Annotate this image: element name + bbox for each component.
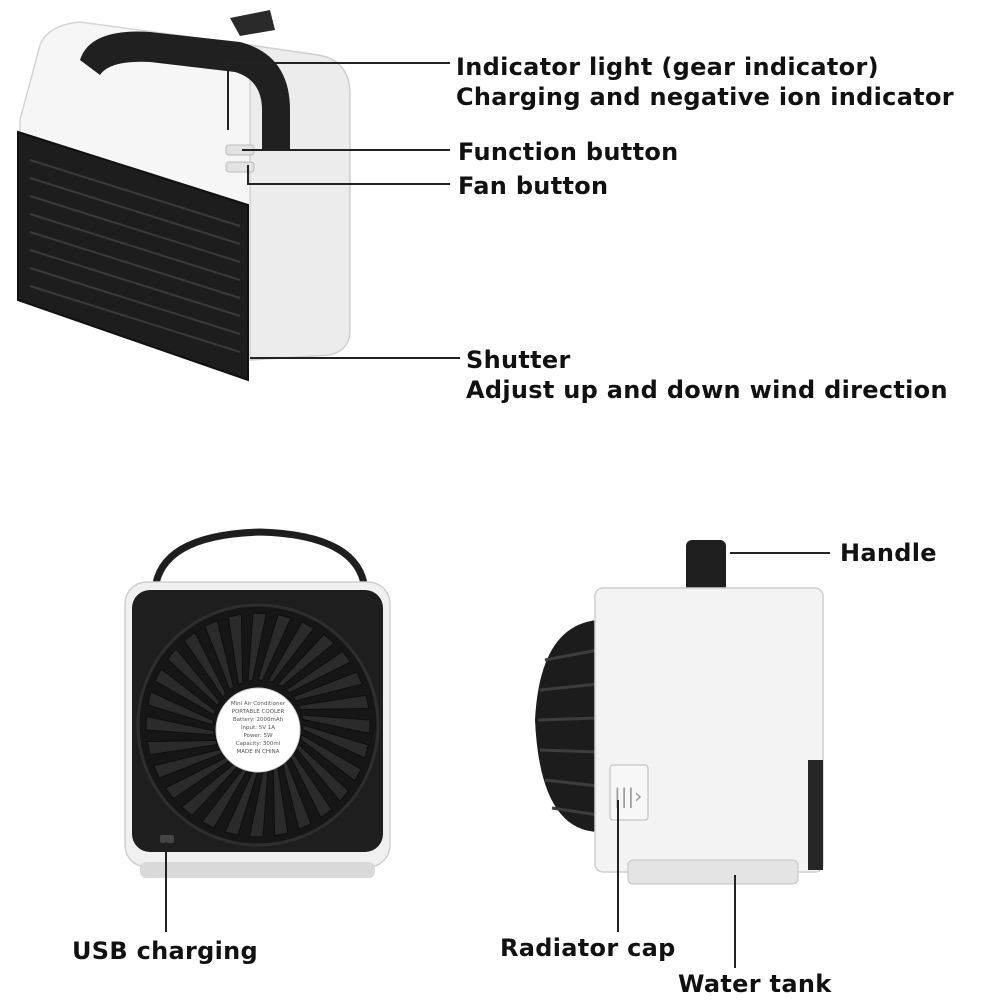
fan-hub-text: Capacity: 300ml [236,741,281,747]
side-body [595,588,823,872]
device-front-view [18,10,350,380]
fan-hub-text: Battery: 2000mAh [233,717,284,723]
side-dark-edge [808,760,823,870]
fan-hub-text: Mini Air Conditioner [231,701,286,707]
label-water-tank: Water tank [678,969,831,999]
label-shutter: Shutter [466,345,571,375]
label-radiator-cap: Radiator cap [500,933,676,963]
label-indicator-light: Indicator light (gear indicator) [456,52,879,82]
fan-hub-text: MADE IN CHINA [237,749,280,755]
label-shutter-desc: Adjust up and down wind direction [466,375,948,405]
label-usb-charging: USB charging [72,936,258,966]
back-base [140,862,375,878]
fan-button-shape [226,162,254,172]
label-fan-button: Fan button [458,171,608,201]
label-charging-indicator: Charging and negative ion indicator [456,82,954,112]
fan-hub-text: Input: 5V 1A [241,725,275,731]
usb-port [160,835,174,843]
side-handle [686,540,726,592]
water-tank-shape [628,860,798,884]
fan-hub-text: Power: 5W [243,733,273,739]
top-knob [230,10,275,36]
label-handle: Handle [840,538,937,568]
label-function-button: Function button [458,137,679,167]
device-side-view: |||› [535,540,823,884]
fan-hub-text: PORTABLE COOLER [232,709,285,715]
